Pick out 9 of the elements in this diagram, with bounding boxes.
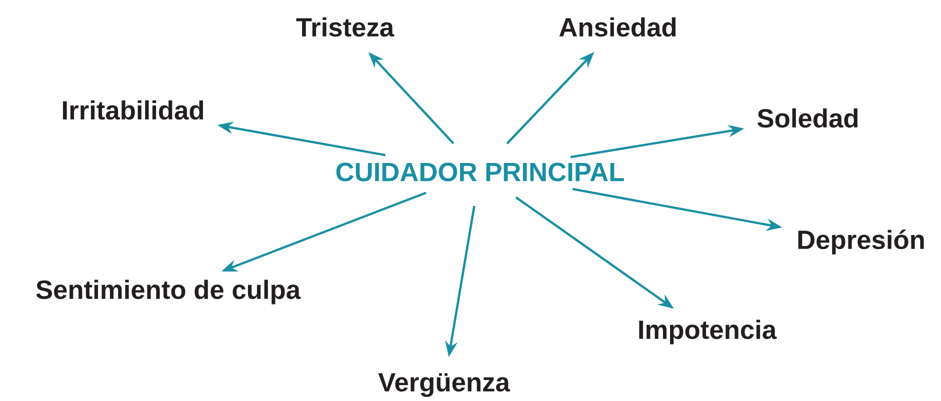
effect-label: Tristeza [296,17,394,37]
effect-label: Ansiedad [559,17,676,37]
effect-label: Soledad [758,108,858,128]
effect-label: Impotencia [639,320,777,344]
effect-label: Irritabilidad [63,100,204,120]
central-label: CUIDADOR PRINCIPAL [336,162,624,182]
effect-label: Vergüenza [378,373,510,397]
effect-label: Sentimiento de culpa [36,280,301,304]
effect-label: Depresión [798,230,924,254]
